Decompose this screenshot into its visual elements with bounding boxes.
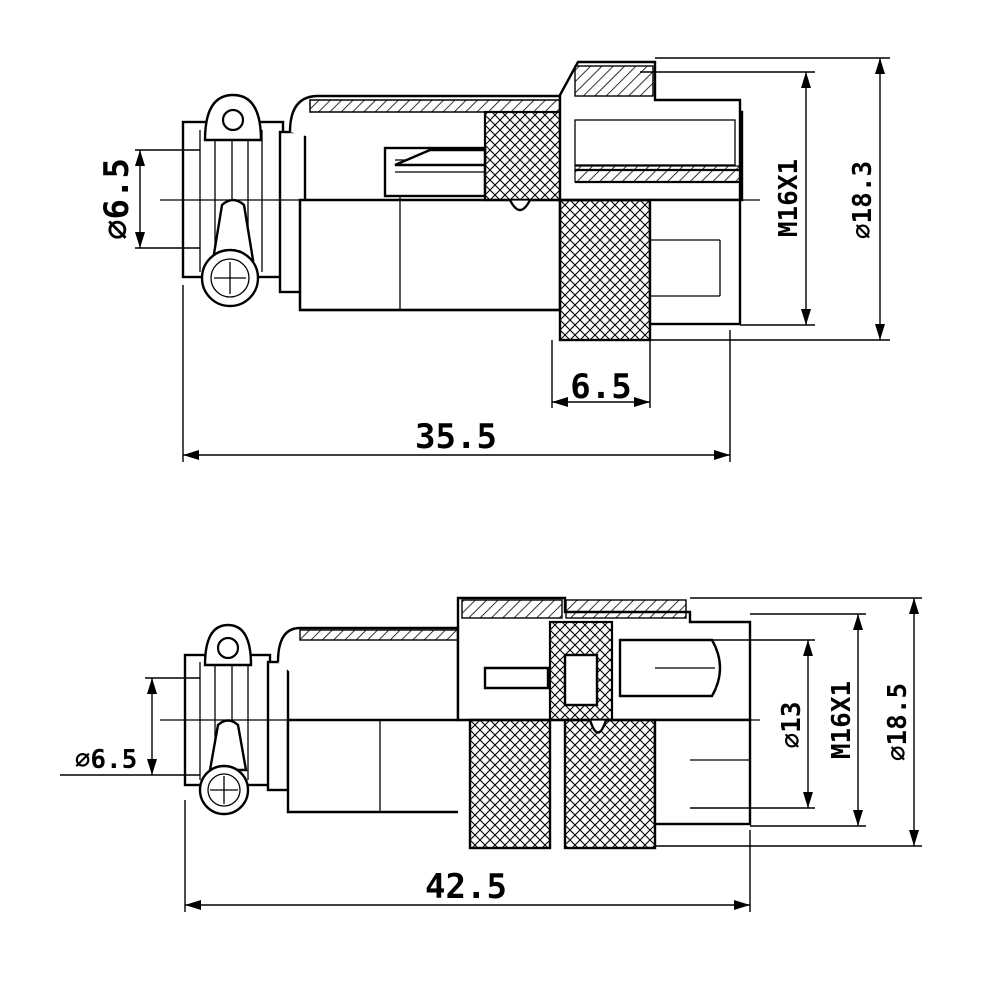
bottom-sleeve bbox=[276, 596, 752, 814]
top-knurl-band bbox=[483, 110, 562, 202]
top-dimensions: ⌀6.5 M16X1 ⌀18.3 6.5 bbox=[97, 57, 890, 462]
bottom-front-shell bbox=[653, 718, 752, 826]
bottom-neck bbox=[266, 660, 290, 792]
bottom-dimensions: ⌀6.5 ⌀13 M16X1 ⌀18.5 bbox=[60, 597, 922, 912]
bottom-outer-dia-label: ⌀18.5 bbox=[883, 683, 913, 761]
top-connector: ⌀6.5 M16X1 ⌀18.3 6.5 bbox=[97, 57, 890, 462]
bottom-knurl-ring-1 bbox=[468, 718, 552, 850]
bottom-inner-dia-label: ⌀13 bbox=[777, 702, 807, 749]
bottom-cable-dia-label: ⌀6.5 bbox=[75, 745, 138, 775]
bottom-thread-label: M16X1 bbox=[827, 681, 857, 759]
top-cable-clamp bbox=[181, 93, 285, 308]
top-nut-width-label: 6.5 bbox=[570, 367, 631, 407]
top-cable-dia-label: ⌀6.5 bbox=[97, 158, 137, 240]
top-length-label: 35.5 bbox=[415, 417, 497, 457]
bottom-knurl-ring-2 bbox=[563, 718, 657, 850]
top-outer-dia-label: ⌀18.3 bbox=[848, 161, 878, 239]
bottom-length-label: 42.5 bbox=[425, 867, 507, 907]
bottom-connector: ⌀6.5 ⌀13 M16X1 ⌀18.5 bbox=[60, 596, 922, 912]
top-thread-label: M16X1 bbox=[774, 159, 804, 237]
top-coupling-nut bbox=[508, 60, 742, 342]
